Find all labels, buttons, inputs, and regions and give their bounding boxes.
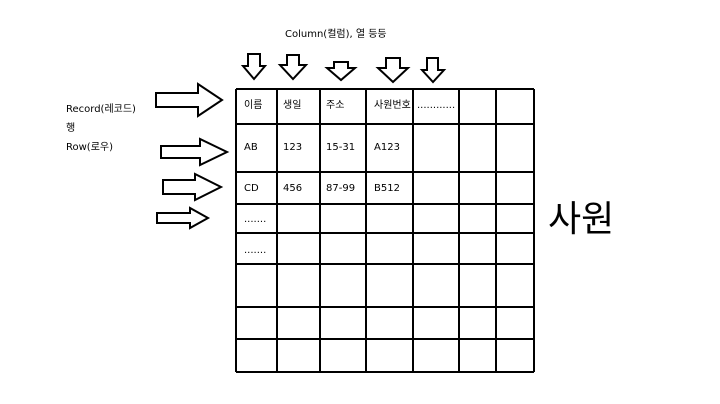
table-header-cell: 주소 [326,99,344,111]
row-arrow [155,82,224,118]
row-arrow [160,137,230,167]
table-cell: AB [244,142,258,153]
table-cell: ....... [244,214,266,225]
row-arrow [156,206,211,230]
column-arrow [419,57,447,84]
table-header-cell: ............ [417,100,455,111]
column-caption: Column(컬럼), 열 등등 [285,27,387,40]
row-caption-haeng: 행 [66,122,75,134]
table-header-cell: 생일 [283,99,301,111]
table-header-cell: 이름 [244,99,262,111]
table-cell: 456 [283,183,302,194]
table-header-cell: 사원번호 [374,99,411,111]
table-cell: A123 [374,142,400,153]
column-arrow [324,61,358,82]
table-cell: CD [244,183,259,194]
table-cell: 15-31 [326,142,355,153]
column-arrows [240,53,447,84]
table-cell: 87-99 [326,183,355,194]
column-arrow [375,57,411,84]
table-name: 사원 [548,199,614,240]
column-arrow [277,54,309,81]
table-cell: B512 [374,183,400,194]
row-arrow [162,172,224,202]
column-arrow [240,53,268,81]
row-caption-row: Row(로우) [66,141,113,153]
row-caption-record: Record(레코드) [66,103,136,115]
table-cell: 123 [283,142,302,153]
table-grid [235,88,535,373]
row-arrows [155,82,230,230]
table-cell: ....... [244,245,266,256]
